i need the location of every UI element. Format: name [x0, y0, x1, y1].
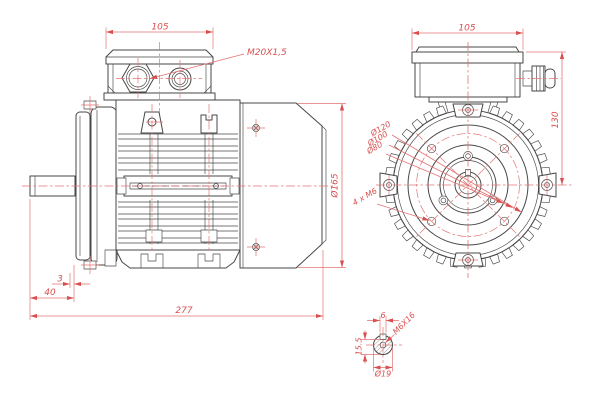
dim-fan-cover-diameter: Ø165 — [297, 103, 346, 268]
dim-text-key-flat-height: 15.5 — [355, 338, 364, 356]
dim-text-center-height: 130 — [551, 111, 561, 128]
tie-rods — [145, 134, 218, 244]
dim-flange-offset: 3 — [52, 265, 90, 302]
dim-text-flange-holes: 4 x M6 — [351, 186, 379, 207]
guard-screws — [438, 151, 498, 206]
stator-housing — [115, 99, 241, 251]
leader-center-tap: M6X16 — [385, 310, 417, 343]
dim-keyway-width: 6 — [367, 311, 399, 333]
dim-text-side-box-width: 105 — [151, 23, 168, 33]
dim-side-box-width: 105 — [105, 23, 214, 49]
dim-text-gland-thread: M20X1,5 — [247, 48, 287, 58]
dim-shaft-diameter: Ø19 — [373, 348, 393, 379]
dim-text-shaft-diameter: Ø19 — [374, 369, 391, 379]
dim-text-center-tap: M6X16 — [391, 310, 417, 336]
dim-end-box-width: 105 — [411, 24, 524, 50]
dim-center-height: 130 — [526, 51, 566, 186]
leader-cable-gland-thread: M20X1,5 — [149, 48, 287, 79]
dim-text-overall-length: 277 — [175, 306, 192, 316]
dim-text-fan-cover-diameter: Ø165 — [330, 173, 341, 199]
dim-text-flange-offset: 3 — [57, 275, 63, 285]
side-view — [29, 49, 327, 270]
feet — [104, 249, 241, 269]
cooling-fins — [118, 133, 238, 244]
dim-text-shaft-length: 40 — [44, 288, 56, 298]
dim-text-end-box-width: 105 — [458, 24, 475, 34]
dim-key-flat-height: 15.5 — [355, 330, 380, 364]
dim-overall-length: 277 — [29, 250, 324, 320]
bolt-circle-centerline — [416, 133, 520, 237]
dim-text-keyway-width: 6 — [380, 311, 385, 320]
terminal-box-end — [411, 46, 556, 103]
dim-shaft-length: 40 — [29, 199, 75, 320]
